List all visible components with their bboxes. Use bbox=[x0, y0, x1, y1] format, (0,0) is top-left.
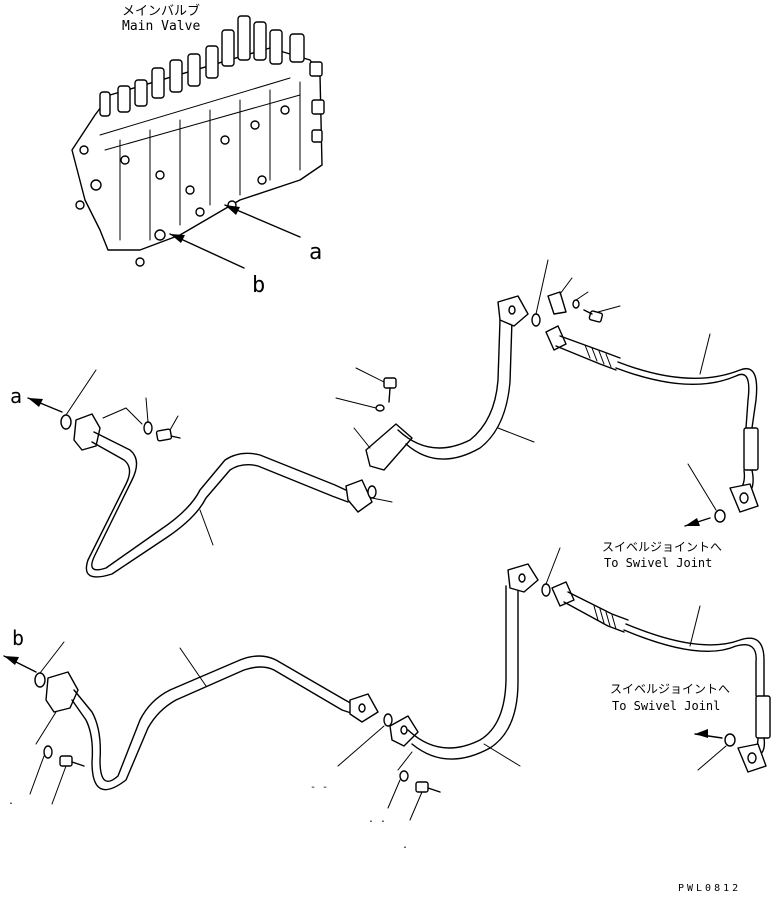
letter-b-valve: b bbox=[252, 273, 265, 298]
main-valve-assembly bbox=[71, 15, 325, 267]
spool-row bbox=[99, 15, 305, 117]
upper-pipe-line: a bbox=[10, 369, 393, 578]
valve-ports bbox=[75, 105, 290, 267]
lower-mark-4: . bbox=[402, 840, 408, 851]
letter-a-valve: a bbox=[309, 240, 322, 265]
arrow-icon bbox=[169, 233, 245, 269]
bolt-icon bbox=[583, 305, 621, 323]
arrow-icon bbox=[684, 517, 711, 527]
washer-icon bbox=[143, 421, 153, 435]
upper-vertical-pipe bbox=[397, 259, 621, 460]
lower-hose bbox=[551, 581, 771, 773]
flange-icon bbox=[45, 671, 79, 713]
upper-hose bbox=[545, 325, 759, 527]
swivel-label-jp-upper: スイベルジョイントへ bbox=[602, 540, 722, 554]
bolt-icon bbox=[155, 415, 181, 442]
o-ring-icon bbox=[383, 713, 393, 727]
washer-icon bbox=[399, 770, 409, 782]
lower-vertical-pipe: . . . bbox=[368, 547, 561, 851]
flange-icon bbox=[547, 291, 567, 315]
washer-icon bbox=[43, 745, 53, 759]
swivel-label-en-lower: To Swivel Joinl bbox=[612, 699, 720, 713]
letter-a-pipe: a bbox=[10, 384, 22, 408]
main-valve-label-en: Main Valve bbox=[122, 19, 200, 34]
lower-mark-3: . . bbox=[368, 814, 386, 825]
bolt-icon bbox=[383, 377, 397, 403]
o-ring-icon bbox=[34, 672, 46, 688]
washer-icon bbox=[572, 299, 580, 309]
o-ring-icon bbox=[541, 583, 551, 597]
o-ring-icon bbox=[724, 733, 736, 747]
arrow-icon bbox=[694, 729, 723, 739]
swivel-label-en-upper: To Swivel Joint bbox=[604, 556, 712, 570]
flange-icon bbox=[345, 479, 373, 513]
arrow-icon bbox=[27, 397, 63, 413]
bolt-icon bbox=[51, 755, 85, 805]
bolt-icon bbox=[409, 781, 441, 821]
letter-b-pipe: b bbox=[12, 626, 24, 650]
lower-pipe-line: b . - - bbox=[3, 626, 393, 807]
arrow-icon bbox=[3, 655, 37, 673]
swivel-label-jp-lower: スイベルジョイントへ bbox=[610, 682, 730, 696]
lower-mark-2: - - bbox=[310, 782, 328, 793]
flange-icon bbox=[73, 413, 101, 451]
arrow-icon bbox=[224, 204, 301, 238]
o-ring-icon bbox=[531, 313, 541, 327]
o-ring-icon bbox=[714, 509, 726, 523]
drawing-code: PWL0812 bbox=[678, 883, 741, 894]
flange-icon bbox=[365, 423, 413, 471]
washer-icon bbox=[375, 404, 385, 412]
main-valve-label-jp: メインバルブ bbox=[122, 3, 200, 19]
o-ring-icon bbox=[60, 414, 72, 430]
lower-mark-1: . bbox=[8, 796, 14, 807]
